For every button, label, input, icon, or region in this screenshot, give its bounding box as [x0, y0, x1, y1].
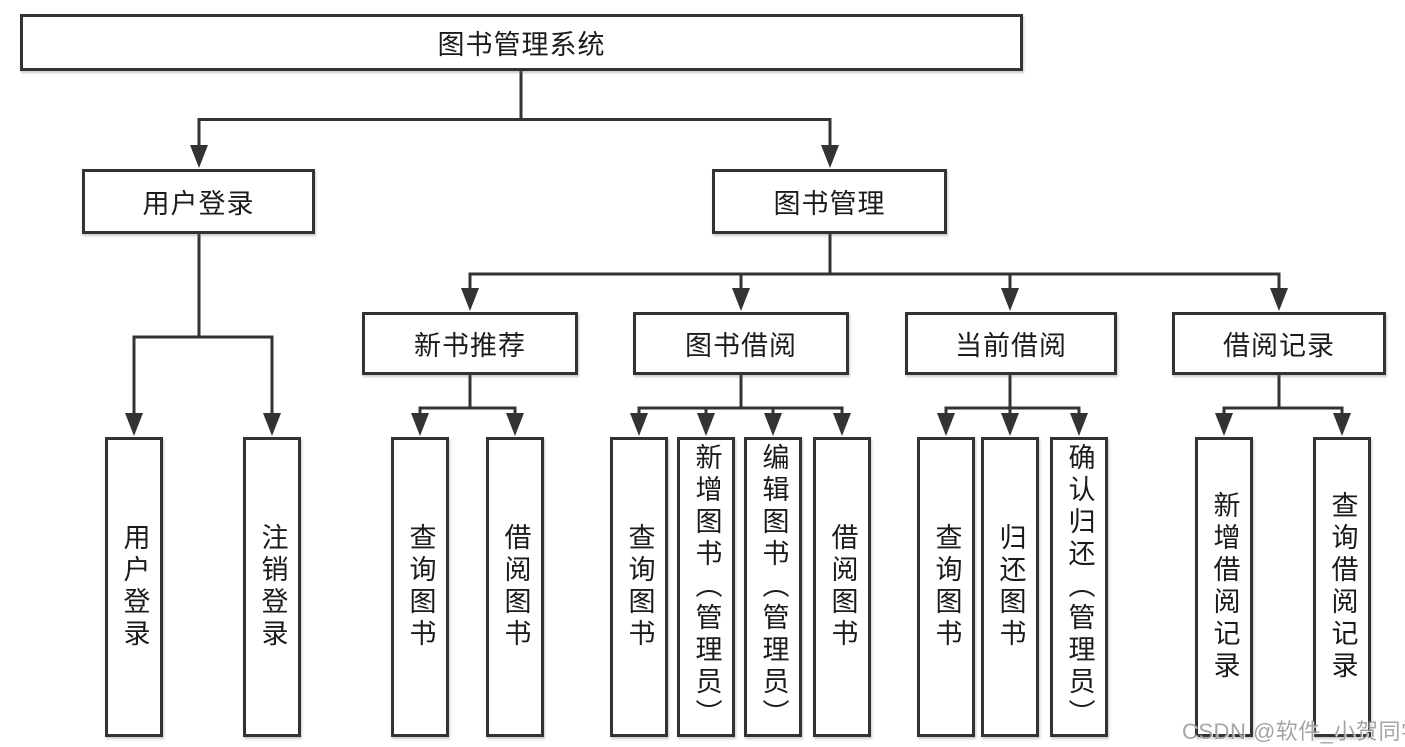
leaf-label: 用户登录	[119, 523, 150, 651]
leaf-label: 借阅图书	[827, 523, 858, 651]
leaf-label: 借阅图书	[500, 523, 531, 651]
leaf-query-books-borrow: 查询图书	[610, 437, 668, 737]
csdn-watermark: CSDN @软件_小贺同学	[1182, 719, 1405, 744]
leaf-user-login: 用户登录	[105, 437, 163, 737]
leaf-query-borrow-record: 查询借阅记录	[1313, 437, 1371, 737]
leaf-label: 查询借阅记录	[1327, 491, 1358, 683]
leaf-label: 新增借阅记录	[1209, 491, 1240, 683]
node-library-system: 图书管理系统	[20, 14, 1023, 71]
leaf-logout: 注销登录	[243, 437, 301, 737]
leaf-confirm-return-admin: 确认归还（管理员）	[1050, 437, 1108, 737]
node-user-login: 用户登录	[82, 169, 315, 234]
leaf-label: 查询图书	[405, 523, 436, 651]
leaf-label: 注销登录	[257, 523, 288, 651]
connector-lines	[132, 70, 1344, 414]
node-current-borrowing: 当前借阅	[905, 312, 1117, 375]
leaf-label: 查询图书	[624, 523, 655, 651]
leaf-label: 确认归还（管理员）	[1064, 443, 1095, 731]
leaf-return-books: 归还图书	[981, 437, 1039, 737]
node-borrowing-records: 借阅记录	[1172, 312, 1386, 375]
leaf-label: 查询图书	[931, 523, 962, 651]
leaf-add-borrow-record: 新增借阅记录	[1195, 437, 1253, 737]
leaf-query-books-recommend: 查询图书	[391, 437, 449, 737]
leaf-edit-book-admin: 编辑图书（管理员）	[744, 437, 802, 737]
arrowheads	[125, 145, 1351, 436]
leaf-label: 编辑图书（管理员）	[758, 443, 789, 731]
leaf-label: 归还图书	[995, 523, 1026, 651]
leaf-borrow-books: 借阅图书	[813, 437, 871, 737]
leaf-add-book-admin: 新增图书（管理员）	[677, 437, 735, 737]
leaf-query-books-current: 查询图书	[917, 437, 975, 737]
node-book-borrowing: 图书借阅	[633, 312, 849, 375]
node-book-management: 图书管理	[712, 169, 947, 234]
leaf-label: 新增图书（管理员）	[691, 443, 722, 731]
node-new-book-recommendation: 新书推荐	[362, 312, 578, 375]
leaf-borrow-books-recommend: 借阅图书	[486, 437, 544, 737]
